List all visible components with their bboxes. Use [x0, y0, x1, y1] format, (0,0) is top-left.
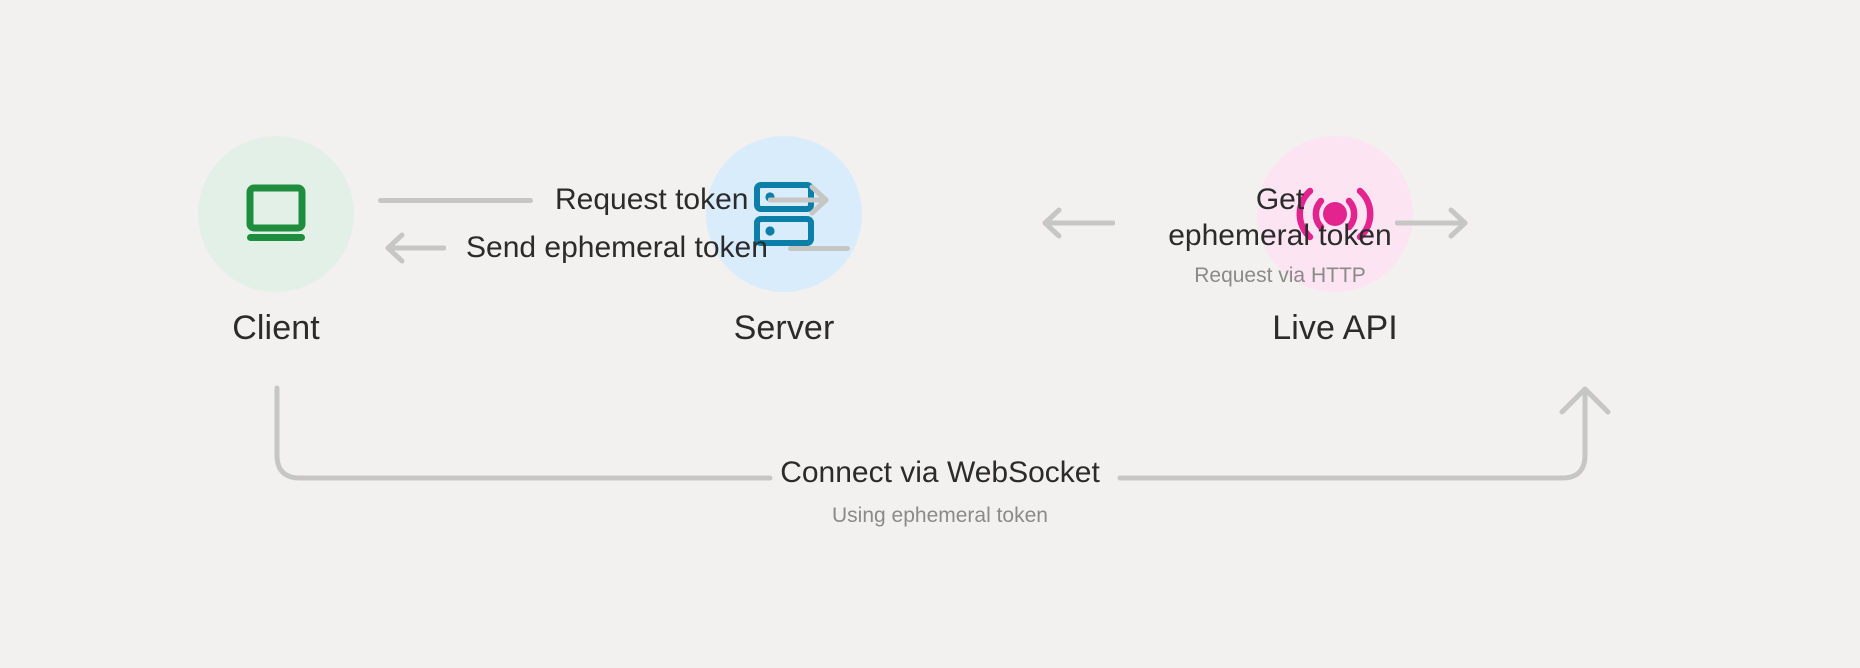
flow-send-ephemeral-token: Send ephemeral token: [378, 228, 850, 268]
node-label-server: Server: [733, 309, 835, 347]
node-label-live-api: Live API: [1272, 309, 1398, 347]
server-icon-circle: [706, 136, 862, 292]
broadcast-icon: [1296, 183, 1374, 245]
flow-connect-websocket: Connect via WebSocket Using ephemeral to…: [660, 455, 1220, 529]
flow-get-ephemeral-token: Get ephemeral token Request via HTTP: [1160, 182, 1400, 289]
flow-label-connect-websocket: Connect via WebSocket: [780, 456, 1100, 489]
flow-label-get-ephemeral-token-line2: ephemeral token: [1168, 219, 1392, 252]
node-client[interactable]: Client: [176, 136, 376, 348]
connector-line-right: [787, 245, 850, 251]
arrow-right-icon-live-api: [1395, 205, 1475, 241]
arrow-left-icon-server: [1035, 205, 1115, 241]
flow-sublabel-using-ephemeral-token: Using ephemeral token: [832, 504, 1048, 527]
arrow-left-icon: [378, 230, 446, 266]
arrow-right-icon: [768, 182, 836, 218]
live-api-icon-circle: [1257, 136, 1413, 292]
flow-label-request-token: Request token: [555, 183, 749, 216]
flow-sublabel-request-via-http: Request via HTTP: [1194, 264, 1366, 287]
connector-line-left: [378, 197, 533, 203]
client-icon-circle: [198, 136, 354, 292]
server-icon: [752, 181, 816, 247]
flow-label-get-ephemeral-token-line1: Get: [1255, 183, 1305, 216]
flow-request-token: Request token: [378, 180, 836, 220]
flow-label-send-ephemeral-token: Send ephemeral token: [466, 231, 768, 264]
node-server[interactable]: Server: [684, 136, 884, 348]
node-live-api[interactable]: Live API: [1235, 136, 1435, 348]
node-label-client: Client: [232, 309, 320, 347]
laptop-icon: [241, 183, 311, 245]
